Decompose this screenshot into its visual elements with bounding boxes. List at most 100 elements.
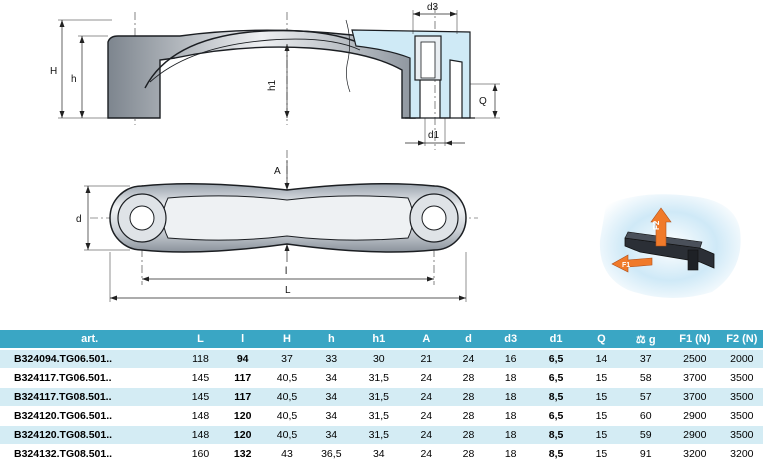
- cell-A: 24: [405, 425, 448, 445]
- cell-L: 118: [179, 349, 222, 369]
- cell-Q: 15: [580, 406, 623, 426]
- cell-H: 40,5: [263, 387, 311, 407]
- cell-h1: 31,5: [352, 368, 406, 388]
- cell-l: 132: [221, 444, 264, 464]
- spec-table: art. L l H h h1 A d d3 d1 Q ⚖ g F1 (N) F…: [0, 330, 763, 464]
- cell-F1: 3700: [668, 387, 721, 407]
- column-header-d1: d1: [531, 330, 581, 350]
- column-header-art: art.: [0, 330, 180, 350]
- cell-F2: 3500: [720, 368, 763, 388]
- force-arrow-left-icon: [611, 254, 653, 273]
- column-header-d3: d3: [489, 330, 532, 350]
- dim-label-h: h: [71, 74, 77, 85]
- side-view: H h h1 d3 Q d1: [50, 2, 500, 150]
- cell-d1: 8,5: [531, 387, 581, 407]
- cell-L: 145: [179, 368, 222, 388]
- cell-l: 94: [221, 349, 264, 369]
- cell-A: 21: [405, 349, 448, 369]
- cell-F1: 2900: [668, 425, 721, 445]
- cell-d: 28: [447, 368, 490, 388]
- cell-Q: 14: [580, 349, 623, 369]
- cell-h1: 31,5: [352, 425, 406, 445]
- load-direction-illustration: F2 F1: [599, 194, 741, 299]
- cell-A: 24: [405, 368, 448, 388]
- cell-F1: 2900: [668, 406, 721, 426]
- column-header-H: H: [263, 330, 311, 350]
- cell-F2: 3500: [720, 387, 763, 407]
- cell-weight: 37: [622, 349, 669, 369]
- cell-h: 34: [310, 387, 353, 407]
- cell-F1: 2500: [668, 349, 721, 369]
- column-header-h1: h1: [352, 330, 406, 350]
- column-header-l: l: [221, 330, 264, 350]
- cell-d3: 18: [489, 425, 532, 445]
- cell-d: 28: [447, 387, 490, 407]
- cell-Q: 15: [580, 425, 623, 445]
- cell-art: B324132.TG08.501..: [0, 444, 180, 464]
- dim-label-h1: h1: [267, 79, 278, 91]
- column-header-weight-unit: g: [648, 333, 656, 346]
- cell-l: 120: [221, 406, 264, 426]
- cell-A: 24: [405, 406, 448, 426]
- cell-h: 34: [310, 406, 353, 426]
- column-header-d: d: [447, 330, 490, 350]
- cell-h1: 31,5: [352, 387, 406, 407]
- cell-d3: 18: [489, 406, 532, 426]
- dim-label-L: L: [285, 285, 291, 296]
- dim-label-d3: d3: [427, 2, 439, 13]
- cell-weight: 60: [622, 406, 669, 426]
- cell-L: 145: [179, 387, 222, 407]
- cell-d: 28: [447, 425, 490, 445]
- cell-d3: 18: [489, 444, 532, 464]
- cell-h: 34: [310, 425, 353, 445]
- dim-label-H: H: [50, 66, 57, 77]
- column-header-weight: ⚖ g: [622, 330, 669, 350]
- cell-h1: 31,5: [352, 406, 406, 426]
- balance-scale-icon: ⚖: [635, 333, 646, 346]
- cell-l: 120: [221, 425, 264, 445]
- column-header-Q: Q: [580, 330, 623, 350]
- dim-label-Q: Q: [479, 96, 487, 107]
- dim-label-d: d: [76, 214, 82, 225]
- column-header-A: A: [405, 330, 448, 350]
- cell-Q: 15: [580, 387, 623, 407]
- cell-H: 40,5: [263, 425, 311, 445]
- spec-table-header: art. L l H h h1 A d d3 d1 Q ⚖ g F1 (N) F…: [0, 330, 763, 350]
- cell-d1: 6,5: [531, 368, 581, 388]
- cell-L: 148: [179, 406, 222, 426]
- cell-weight: 58: [622, 368, 669, 388]
- cell-L: 148: [179, 425, 222, 445]
- cell-d1: 6,5: [531, 349, 581, 369]
- cell-H: 43: [263, 444, 311, 464]
- cell-art: B324120.TG06.501..: [0, 406, 180, 426]
- cell-L: 160: [179, 444, 222, 464]
- cell-weight: 59: [622, 425, 669, 445]
- cell-weight: 57: [622, 387, 669, 407]
- cell-art: B324094.TG06.501..: [0, 349, 180, 369]
- cell-h: 33: [310, 349, 353, 369]
- cell-H: 40,5: [263, 406, 311, 426]
- cell-A: 24: [405, 444, 448, 464]
- cell-h1: 34: [352, 444, 406, 464]
- cell-l: 117: [221, 387, 264, 407]
- cell-d3: 18: [489, 368, 532, 388]
- cell-h1: 30: [352, 349, 406, 369]
- column-header-F2: F2 (N): [720, 330, 763, 350]
- cell-A: 24: [405, 387, 448, 407]
- cell-art: B324120.TG08.501..: [0, 425, 180, 445]
- cell-art: B324117.TG06.501..: [0, 368, 180, 388]
- cell-F1: 3700: [668, 368, 721, 388]
- cell-d: 28: [447, 406, 490, 426]
- force-label-f1: F1: [622, 262, 630, 269]
- cell-d1: 8,5: [531, 444, 581, 464]
- technical-drawing: H h h1 d3 Q d1: [50, 2, 741, 302]
- cell-d: 28: [447, 444, 490, 464]
- cell-l: 117: [221, 368, 264, 388]
